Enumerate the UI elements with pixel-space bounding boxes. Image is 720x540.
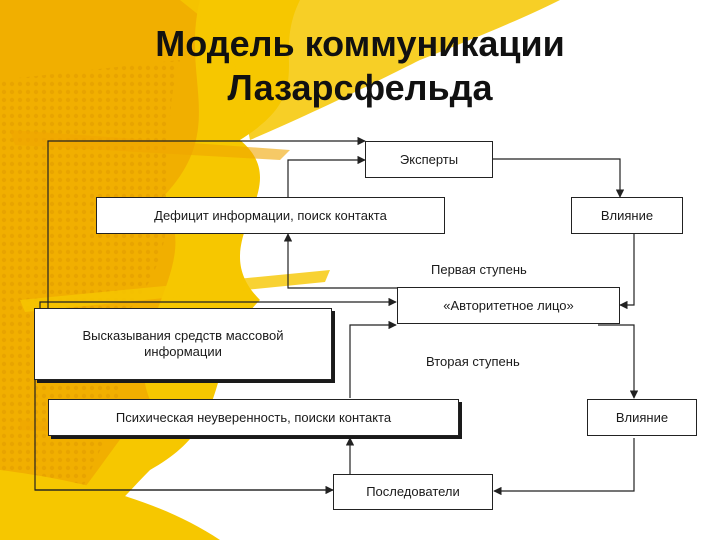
arrow-experts-to-influence (492, 158, 625, 198)
arrow-media-to-authority (39, 297, 397, 308)
box-experts: Эксперты (365, 141, 493, 178)
box-authority: «Авторитетное лицо» (397, 287, 620, 324)
label-second-step: Вторая ступень (426, 354, 520, 369)
arrow-authority-to-influence-bottom (598, 324, 639, 399)
box-uncertainty: Психическая неуверенность, поиски контак… (48, 399, 459, 436)
box-influence-bottom: Влияние (587, 399, 697, 436)
arrow-uncertainty-to-authority (349, 320, 397, 398)
box-followers: Последователи (333, 474, 493, 510)
box-mass-media: Высказывания средств массовой информации (34, 308, 332, 380)
title-line-1: Модель коммуникации (155, 23, 565, 64)
box-influence-top: Влияние (571, 197, 683, 234)
box-deficit: Дефицит информации, поиск контакта (96, 197, 445, 234)
title-line-2: Лазарсфельда (227, 67, 493, 108)
label-first-step: Первая ступень (431, 262, 527, 277)
arrow-influence-to-authority (619, 233, 635, 310)
arrow-influence-to-followers (493, 438, 635, 496)
arrow-authority-to-deficit (283, 233, 398, 289)
page-title: Модель коммуникации Лазарсфельда (120, 22, 600, 110)
arrow-to-experts-top (47, 136, 366, 308)
arrow-deficit-to-experts (287, 155, 366, 198)
